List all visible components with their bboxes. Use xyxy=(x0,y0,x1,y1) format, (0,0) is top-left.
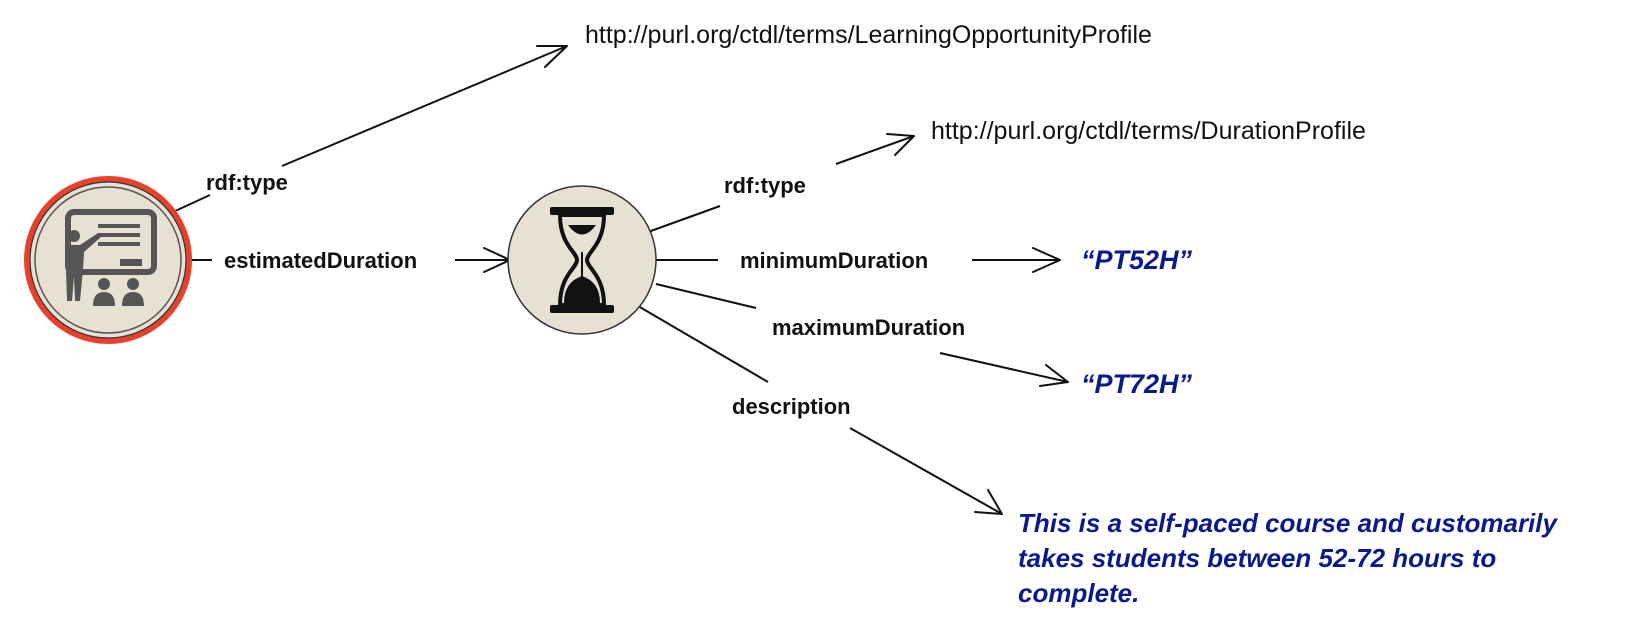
edge-line-description-a xyxy=(637,305,769,383)
edge-label-description: description xyxy=(732,394,851,419)
duration-node xyxy=(507,185,657,335)
edge-label-dur-type: rdf:type xyxy=(724,173,806,198)
edge-line-dur-type-a xyxy=(647,205,721,233)
arrowhead-lo-type xyxy=(536,45,568,68)
arrowhead-minimum xyxy=(1032,247,1061,273)
learning-opportunity-profile-uri: http://purl.org/ctdl/terms/LearningOppor… xyxy=(585,21,1152,49)
edge-label-maximum-duration: maximumDuration xyxy=(772,315,965,340)
learning-opportunity-inner-circle xyxy=(34,186,182,334)
edge-line-lo-type-a xyxy=(172,194,211,213)
edge-line-dur-type-b xyxy=(835,135,915,165)
arrowhead-description xyxy=(974,489,1003,515)
description-line-2: takes students between 52-72 hours to xyxy=(1018,543,1496,573)
edge-label-minimum-duration: minimumDuration xyxy=(740,248,928,273)
description-line-3: complete. xyxy=(1018,578,1139,608)
arrowhead-maximum xyxy=(1039,364,1069,387)
edge-line-lo-type-b xyxy=(281,45,568,167)
maximum-duration-value: “PT72H” xyxy=(1081,369,1193,399)
edge-label-estimated-duration: estimatedDuration xyxy=(224,248,417,273)
learning-opportunity-node xyxy=(24,176,192,344)
hourglass-icon xyxy=(550,207,614,313)
highlight-ring xyxy=(24,176,192,344)
description-value: This is a self-paced course and customar… xyxy=(1018,508,1564,608)
edge-line-description-b xyxy=(849,427,1003,515)
edge-line-maximum-a xyxy=(655,283,757,309)
description-line-1: This is a self-paced course and customar… xyxy=(1018,508,1559,538)
edge-label-lo-type: rdf:type xyxy=(206,170,288,195)
arrowhead-dur-type xyxy=(886,133,915,156)
teacher-classroom-icon xyxy=(65,209,157,306)
edge-line-maximum-b xyxy=(939,352,1069,383)
duration-profile-uri: http://purl.org/ctdl/terms/DurationProfi… xyxy=(931,117,1366,145)
minimum-duration-value: “PT52H” xyxy=(1081,245,1193,275)
